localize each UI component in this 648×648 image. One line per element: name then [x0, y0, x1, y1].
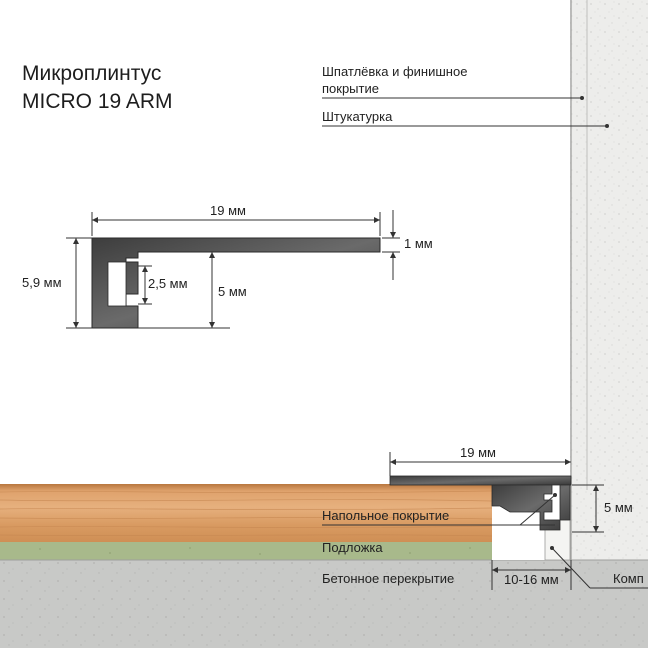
wood-grain: [0, 490, 493, 537]
dim-total-height-arrow-bottom: [73, 322, 79, 328]
callout-comp-leader: [551, 547, 591, 589]
install-dim-width-label: 19 мм: [460, 445, 496, 460]
concrete-slab: [0, 560, 648, 648]
dim-total-height-arrow-top: [73, 238, 79, 244]
profile-cross-section: [91, 237, 381, 329]
dim-height-arrow-bottom: [209, 322, 215, 328]
dim-width-arrow-left: [92, 217, 98, 223]
dim-height-label: 5 мм: [218, 284, 247, 299]
dim-width-arrow-right: [374, 217, 380, 223]
title-line1: Микроплинтус: [22, 62, 161, 85]
callout-putty-line1: Шпатлёвка и финишное: [322, 64, 467, 79]
callout-comp-dot: [550, 546, 554, 550]
install-dim-height-arrow-top: [593, 485, 599, 491]
dim-flange-arrow-top: [390, 232, 396, 238]
install-dim-height-arrow-bottom: [593, 526, 599, 532]
underlay-texture: [39, 547, 471, 555]
wall-plaster: [570, 0, 648, 562]
install-dim-width-arrow-right: [565, 459, 571, 465]
callout-putty-dot: [580, 96, 584, 100]
callout-floor: Напольное покрытие: [322, 508, 449, 523]
install-dim-gap-arrow-left: [492, 567, 498, 573]
installed-profile-body: [491, 484, 571, 531]
underlay-layer: [0, 542, 492, 560]
dim-total-height-label: 5,9 мм: [22, 275, 62, 290]
dim-slot-label: 2,5 мм: [148, 276, 188, 291]
install-dim-gap-label: 10-16 мм: [504, 572, 559, 587]
installed-profile-top: [389, 475, 572, 486]
callout-floor-dot: [553, 493, 557, 497]
dim-flange-arrow-bottom: [390, 252, 396, 258]
callout-plaster: Штукатурка: [322, 109, 393, 124]
callout-floor-leader-diag: [519, 494, 556, 526]
dim-slot-arrow-top: [142, 266, 148, 272]
dim-height-arrow-top: [209, 252, 215, 258]
callout-plaster-dot: [605, 124, 609, 128]
callout-underlay: Подложка: [322, 540, 383, 555]
install-dim-width-arrow-left: [390, 459, 396, 465]
callout-putty-line2: покрытие: [322, 81, 379, 96]
install-dim-gap-arrow-right: [565, 567, 571, 573]
install-dim-height-label: 5 мм: [604, 500, 633, 515]
callout-comp: Комп: [613, 571, 644, 586]
dim-width-label: 19 мм: [210, 203, 246, 218]
dim-flange-label: 1 мм: [404, 236, 433, 251]
callout-slab: Бетонное перекрытие: [322, 571, 454, 586]
profile-inner-slot: [107, 261, 127, 307]
floor-covering: [0, 484, 492, 542]
title-line2: MICRO 19 ARM: [22, 90, 173, 113]
dim-slot-arrow-bottom: [142, 298, 148, 304]
